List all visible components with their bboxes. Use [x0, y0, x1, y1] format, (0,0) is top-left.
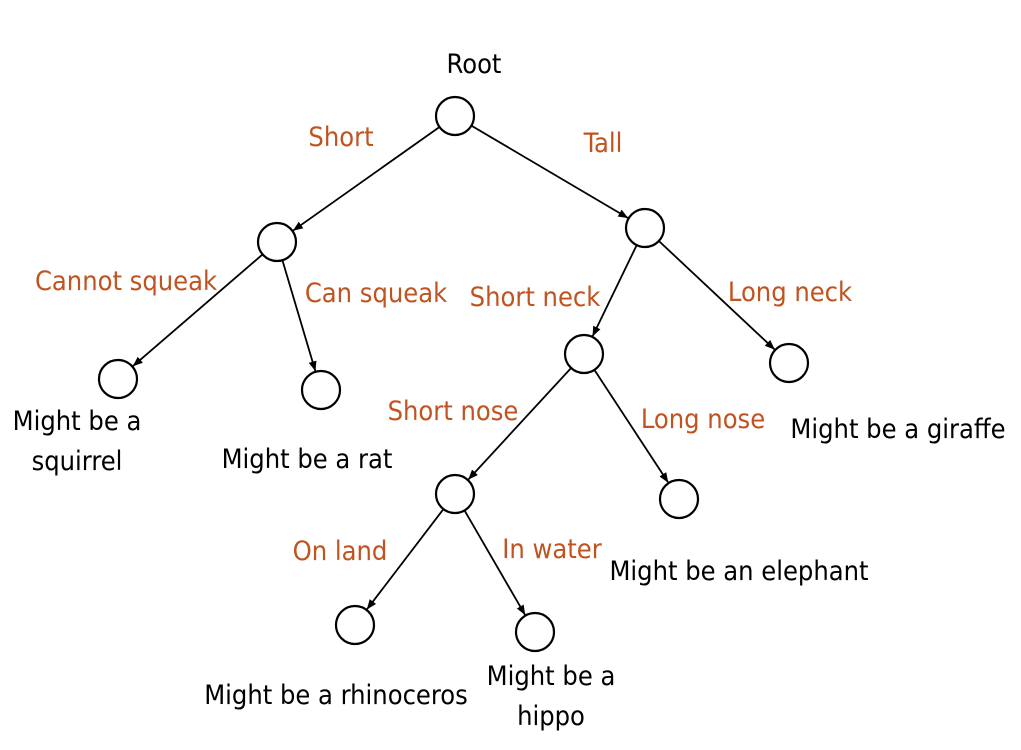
- edge-shortNose-to-rhinoceros: [366, 508, 445, 610]
- leaf-label-squirrel-line: squirrel: [32, 446, 123, 477]
- branch-label-in-water: In water: [502, 534, 601, 565]
- node-giraffe: [768, 342, 810, 384]
- node-tall: [624, 207, 666, 249]
- branch-label-short: Short: [308, 122, 373, 153]
- leaf-label-hippo-line: Might be a: [487, 661, 616, 692]
- leaf-label-squirrel-line: Might be a: [13, 406, 142, 437]
- branch-label-short-nose-line: Short nose: [388, 396, 519, 427]
- edge-tall-to-giraffe: [658, 240, 776, 350]
- branch-label-tall-line: Tall: [583, 128, 623, 159]
- branch-label-tall: Tall: [583, 128, 623, 159]
- branch-label-can-squeak-line: Can squeak: [305, 278, 447, 309]
- edge-root-to-tall: [470, 124, 629, 219]
- edge-shortNeck-to-elephant: [593, 369, 669, 483]
- leaf-label-giraffe-line: Might be a giraffe: [790, 414, 1005, 445]
- branch-label-short-nose: Short nose: [388, 396, 519, 427]
- edge-short-to-rat: [281, 259, 317, 372]
- branch-label-can-squeak: Can squeak: [305, 278, 447, 309]
- root-label: Root: [447, 49, 502, 80]
- branch-label-long-nose-line: Long nose: [641, 404, 765, 435]
- leaf-label-elephant-line: Might be an elephant: [609, 556, 868, 587]
- leaf-label-hippo: Might be a hippo: [487, 661, 616, 732]
- leaf-label-squirrel: Might be a squirrel: [13, 406, 142, 477]
- node-shortNeck: [563, 333, 605, 375]
- branch-label-on-land-line: On land: [293, 536, 388, 567]
- node-root: [434, 95, 476, 137]
- leaf-label-elephant: Might be an elephant: [609, 556, 868, 587]
- leaf-label-hippo-line: hippo: [517, 701, 585, 732]
- leaf-label-rhinoceros: Might be a rhinoceros: [204, 680, 468, 711]
- branch-label-short-neck-line: Short neck: [470, 282, 601, 313]
- leaf-label-rat-line: Might be a rat: [222, 444, 393, 475]
- node-rat: [300, 369, 342, 411]
- branch-label-cannot-squeak: Cannot squeak: [35, 266, 217, 297]
- edges-layer: [132, 124, 776, 616]
- node-squirrel: [97, 358, 139, 400]
- leaf-label-giraffe: Might be a giraffe: [790, 414, 1005, 445]
- branch-label-long-neck-line: Long neck: [728, 277, 852, 308]
- branch-label-long-nose: Long nose: [641, 404, 765, 435]
- nodes-layer: [97, 95, 810, 653]
- branch-label-long-neck: Long neck: [728, 277, 852, 308]
- node-elephant: [658, 478, 700, 520]
- node-shortNose: [434, 473, 476, 515]
- edge-tall-to-shortNeck: [591, 244, 638, 337]
- branch-label-on-land: On land: [293, 536, 388, 567]
- edge-short-to-squirrel: [132, 253, 264, 367]
- branch-label-cannot-squeak-line: Cannot squeak: [35, 266, 217, 297]
- edge-shortNose-to-hippo: [463, 509, 526, 616]
- branch-label-short-neck: Short neck: [470, 282, 601, 313]
- branch-label-short-line: Short: [308, 122, 373, 153]
- leaf-label-rat: Might be a rat: [222, 444, 393, 475]
- node-hippo: [514, 611, 556, 653]
- root-label-line: Root: [447, 49, 502, 80]
- leaf-label-rhinoceros-line: Might be a rhinoceros: [204, 680, 468, 711]
- edge-root-to-short: [292, 126, 441, 232]
- node-rhinoceros: [334, 604, 376, 646]
- node-short: [256, 221, 298, 263]
- branch-label-in-water-line: In water: [502, 534, 601, 565]
- edge-shortNeck-to-shortNose: [467, 367, 572, 480]
